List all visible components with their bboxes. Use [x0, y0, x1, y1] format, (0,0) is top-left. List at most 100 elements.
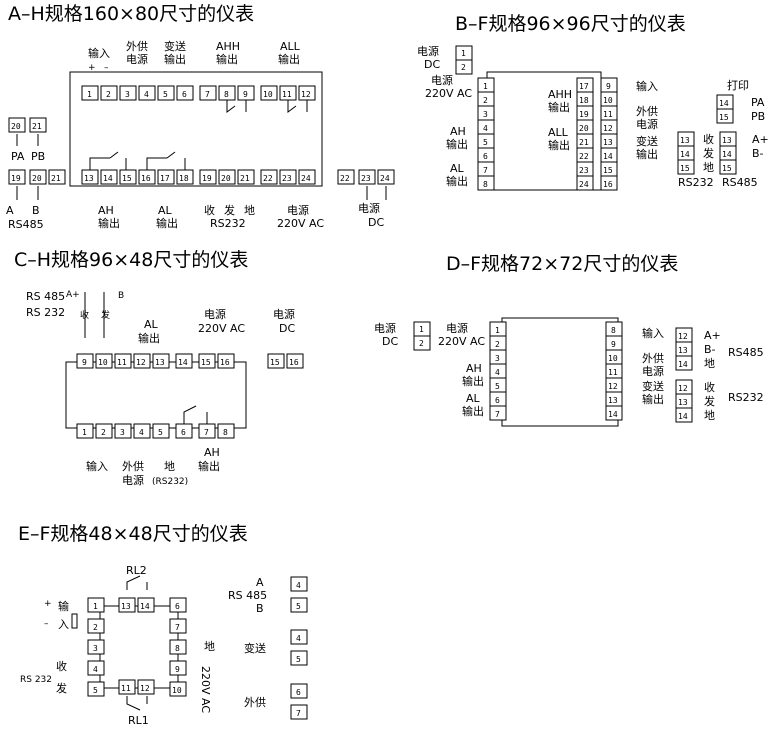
- df-ah: AH: [466, 362, 482, 375]
- svg-text:4: 4: [93, 665, 98, 674]
- ch-power: 电源: [204, 307, 226, 321]
- df-input: 输入: [642, 326, 664, 340]
- ef-aux: 外供: [244, 695, 266, 709]
- svg-text:2: 2: [419, 339, 424, 348]
- ch-rs232-paren: (RS232): [152, 477, 188, 487]
- svg-text:4: 4: [495, 368, 500, 377]
- svg-text:19: 19: [579, 110, 589, 119]
- svg-text:9: 9: [243, 90, 248, 99]
- title-a-h: A–H规格160×80尺寸的仪表: [8, 3, 254, 25]
- ef-rl1: RL1: [128, 714, 149, 727]
- bf-ah-out: 输出: [446, 137, 468, 151]
- svg-text:4: 4: [139, 428, 144, 437]
- ah-gnd: 地: [244, 204, 255, 217]
- svg-text:24: 24: [380, 174, 390, 183]
- svg-text:7: 7: [495, 410, 500, 419]
- svg-text:12: 12: [608, 382, 618, 391]
- ah-ahh-b: 输出: [216, 52, 238, 66]
- df-rx: 收: [704, 380, 715, 394]
- svg-text:14: 14: [608, 410, 618, 419]
- ch-al-out: 输出: [138, 331, 160, 345]
- svg-text:23: 23: [282, 174, 292, 183]
- svg-text:15: 15: [122, 174, 132, 183]
- ah-aux-b: 电源: [126, 52, 148, 66]
- svg-text:9: 9: [82, 358, 87, 367]
- svg-text:1: 1: [495, 326, 500, 335]
- bf-pa: PA: [751, 96, 765, 109]
- svg-text:10: 10: [608, 354, 618, 363]
- df-ah-out: 输出: [462, 374, 484, 388]
- svg-text:6: 6: [483, 152, 488, 161]
- svg-text:7: 7: [296, 709, 301, 718]
- bf-rx: 收: [703, 132, 714, 146]
- svg-text:20: 20: [32, 174, 42, 183]
- ch-al: AL: [144, 318, 159, 331]
- df-tx: 发: [704, 394, 715, 408]
- svg-text:22: 22: [579, 152, 589, 161]
- ch-rs485: RS 485: [26, 290, 65, 303]
- title-c-h: C–H规格96×48尺寸的仪表: [14, 249, 248, 271]
- svg-text:20: 20: [579, 124, 589, 133]
- df-aux-b: 电源: [642, 364, 664, 378]
- svg-text:22: 22: [340, 174, 350, 183]
- svg-text:2: 2: [101, 428, 106, 437]
- df-gnd232: 地: [704, 409, 715, 422]
- bf-dc-power: 电源: [417, 44, 439, 58]
- svg-text:8: 8: [223, 428, 228, 437]
- svg-text:8: 8: [175, 644, 180, 653]
- ah-b: B: [32, 204, 40, 217]
- svg-text:15: 15: [603, 166, 613, 175]
- df-tr-a: 变送: [642, 379, 664, 393]
- svg-text:4: 4: [296, 634, 301, 643]
- svg-text:13: 13: [722, 136, 732, 145]
- ef-plus: +: [44, 599, 52, 609]
- ef-rs232: RS 232: [20, 675, 52, 685]
- svg-text:10: 10: [603, 96, 613, 105]
- svg-text:7: 7: [205, 90, 210, 99]
- bf-all: ALL: [548, 126, 569, 139]
- ch-ah: AH: [204, 446, 220, 459]
- svg-text:10: 10: [263, 90, 273, 99]
- bf-al-out: 输出: [446, 174, 468, 188]
- bf-tr-b: 输出: [636, 147, 658, 161]
- svg-text:14: 14: [719, 99, 729, 108]
- ch-aux-a: 外供: [122, 459, 144, 473]
- svg-text:5: 5: [158, 428, 163, 437]
- df-a-plus: A+: [704, 329, 721, 342]
- ah-top-terminals: 1 2 3 4 5 6 7 8 9 10 11 12: [81, 85, 316, 101]
- svg-text:4: 4: [483, 124, 488, 133]
- ah-power: 电源: [287, 203, 309, 217]
- svg-text:24: 24: [301, 174, 311, 183]
- svg-text:20: 20: [221, 174, 231, 183]
- svg-text:14: 14: [722, 150, 732, 159]
- svg-text:12: 12: [136, 358, 146, 367]
- bf-rs232: RS232: [678, 176, 714, 189]
- svg-text:1: 1: [483, 82, 488, 91]
- svg-text:6: 6: [296, 688, 301, 697]
- ef-input-b: 入: [58, 618, 69, 631]
- ef-rs485: RS 485: [228, 589, 267, 602]
- df-dc: DC: [382, 335, 398, 348]
- df-al: AL: [466, 392, 481, 405]
- svg-text:11: 11: [282, 90, 292, 99]
- svg-text:1: 1: [87, 90, 92, 99]
- svg-text:5: 5: [93, 686, 98, 695]
- bf-aux-a: 外供: [636, 104, 658, 118]
- ef-ac220: 220V AC: [199, 666, 212, 713]
- ch-gnd: 地: [164, 460, 175, 473]
- svg-text:14: 14: [678, 412, 688, 421]
- ef-rx: 收: [56, 659, 67, 673]
- title-e-f: E–F规格48×48尺寸的仪表: [18, 523, 248, 545]
- svg-text:4: 4: [296, 581, 301, 590]
- svg-text:11: 11: [117, 358, 127, 367]
- svg-text:6: 6: [182, 90, 187, 99]
- svg-text:20: 20: [11, 122, 21, 131]
- svg-text:14: 14: [178, 358, 188, 367]
- bf-print: 打印: [727, 78, 749, 92]
- ah-ahh-a: AHH: [216, 40, 240, 53]
- svg-text:3: 3: [120, 428, 125, 437]
- svg-text:5: 5: [296, 655, 301, 664]
- svg-text:2: 2: [93, 623, 98, 632]
- ef-input-a: 输: [58, 599, 69, 613]
